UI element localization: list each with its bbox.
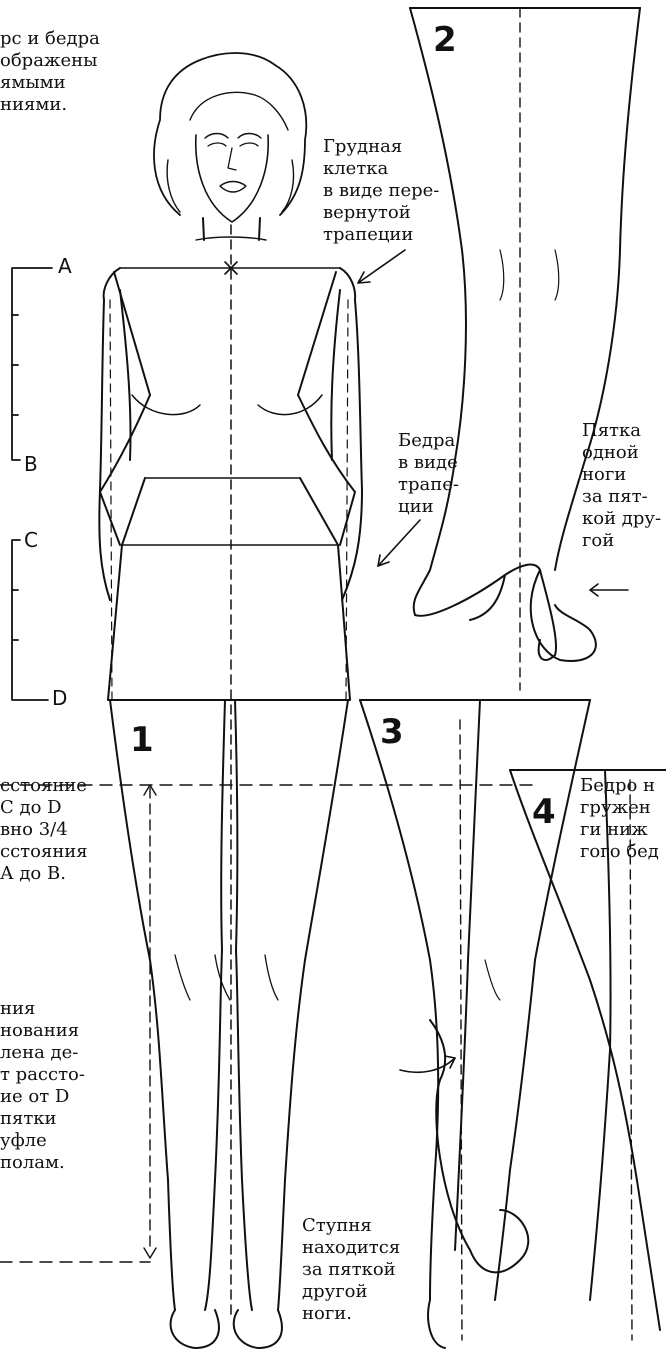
label-b: B [24, 452, 38, 476]
label-c: C [24, 528, 38, 552]
note-thigh-load: Бедро н гружен ги ниж гого бед [580, 775, 659, 863]
label-d: D [52, 686, 67, 710]
figure-number-4: 4 [532, 792, 556, 832]
note-distance-cd: сстояние C до D вно 3/4 сстояния А до В. [0, 775, 88, 885]
figure-1-front-view [99, 53, 362, 1348]
figure-number-2: 2 [433, 20, 457, 60]
note-hips-trapezoid: Бедра в виде трапе- ции [398, 430, 459, 518]
label-a: A [58, 254, 72, 278]
note-foot-behind-heel: Ступня находится за пяткой другой ноги. [302, 1215, 400, 1325]
arrows [358, 250, 628, 1072]
measurement-bars [12, 268, 52, 700]
note-knee-measure: ния нования лена де- т рассто- ие от D п… [0, 998, 85, 1174]
note-chest-trapezoid: Грудная клетка в виде пере- вернутой тра… [323, 136, 439, 246]
note-torso-hips: рс и бедра ображены ямыми ниями. [0, 28, 100, 116]
figure-number-1: 1 [130, 720, 154, 760]
figure-number-3: 3 [380, 712, 404, 752]
note-heel-behind-heel: Пятка одной ноги за пят- кой дру- гой [582, 420, 661, 552]
figure-2-side-leg [410, 8, 640, 690]
